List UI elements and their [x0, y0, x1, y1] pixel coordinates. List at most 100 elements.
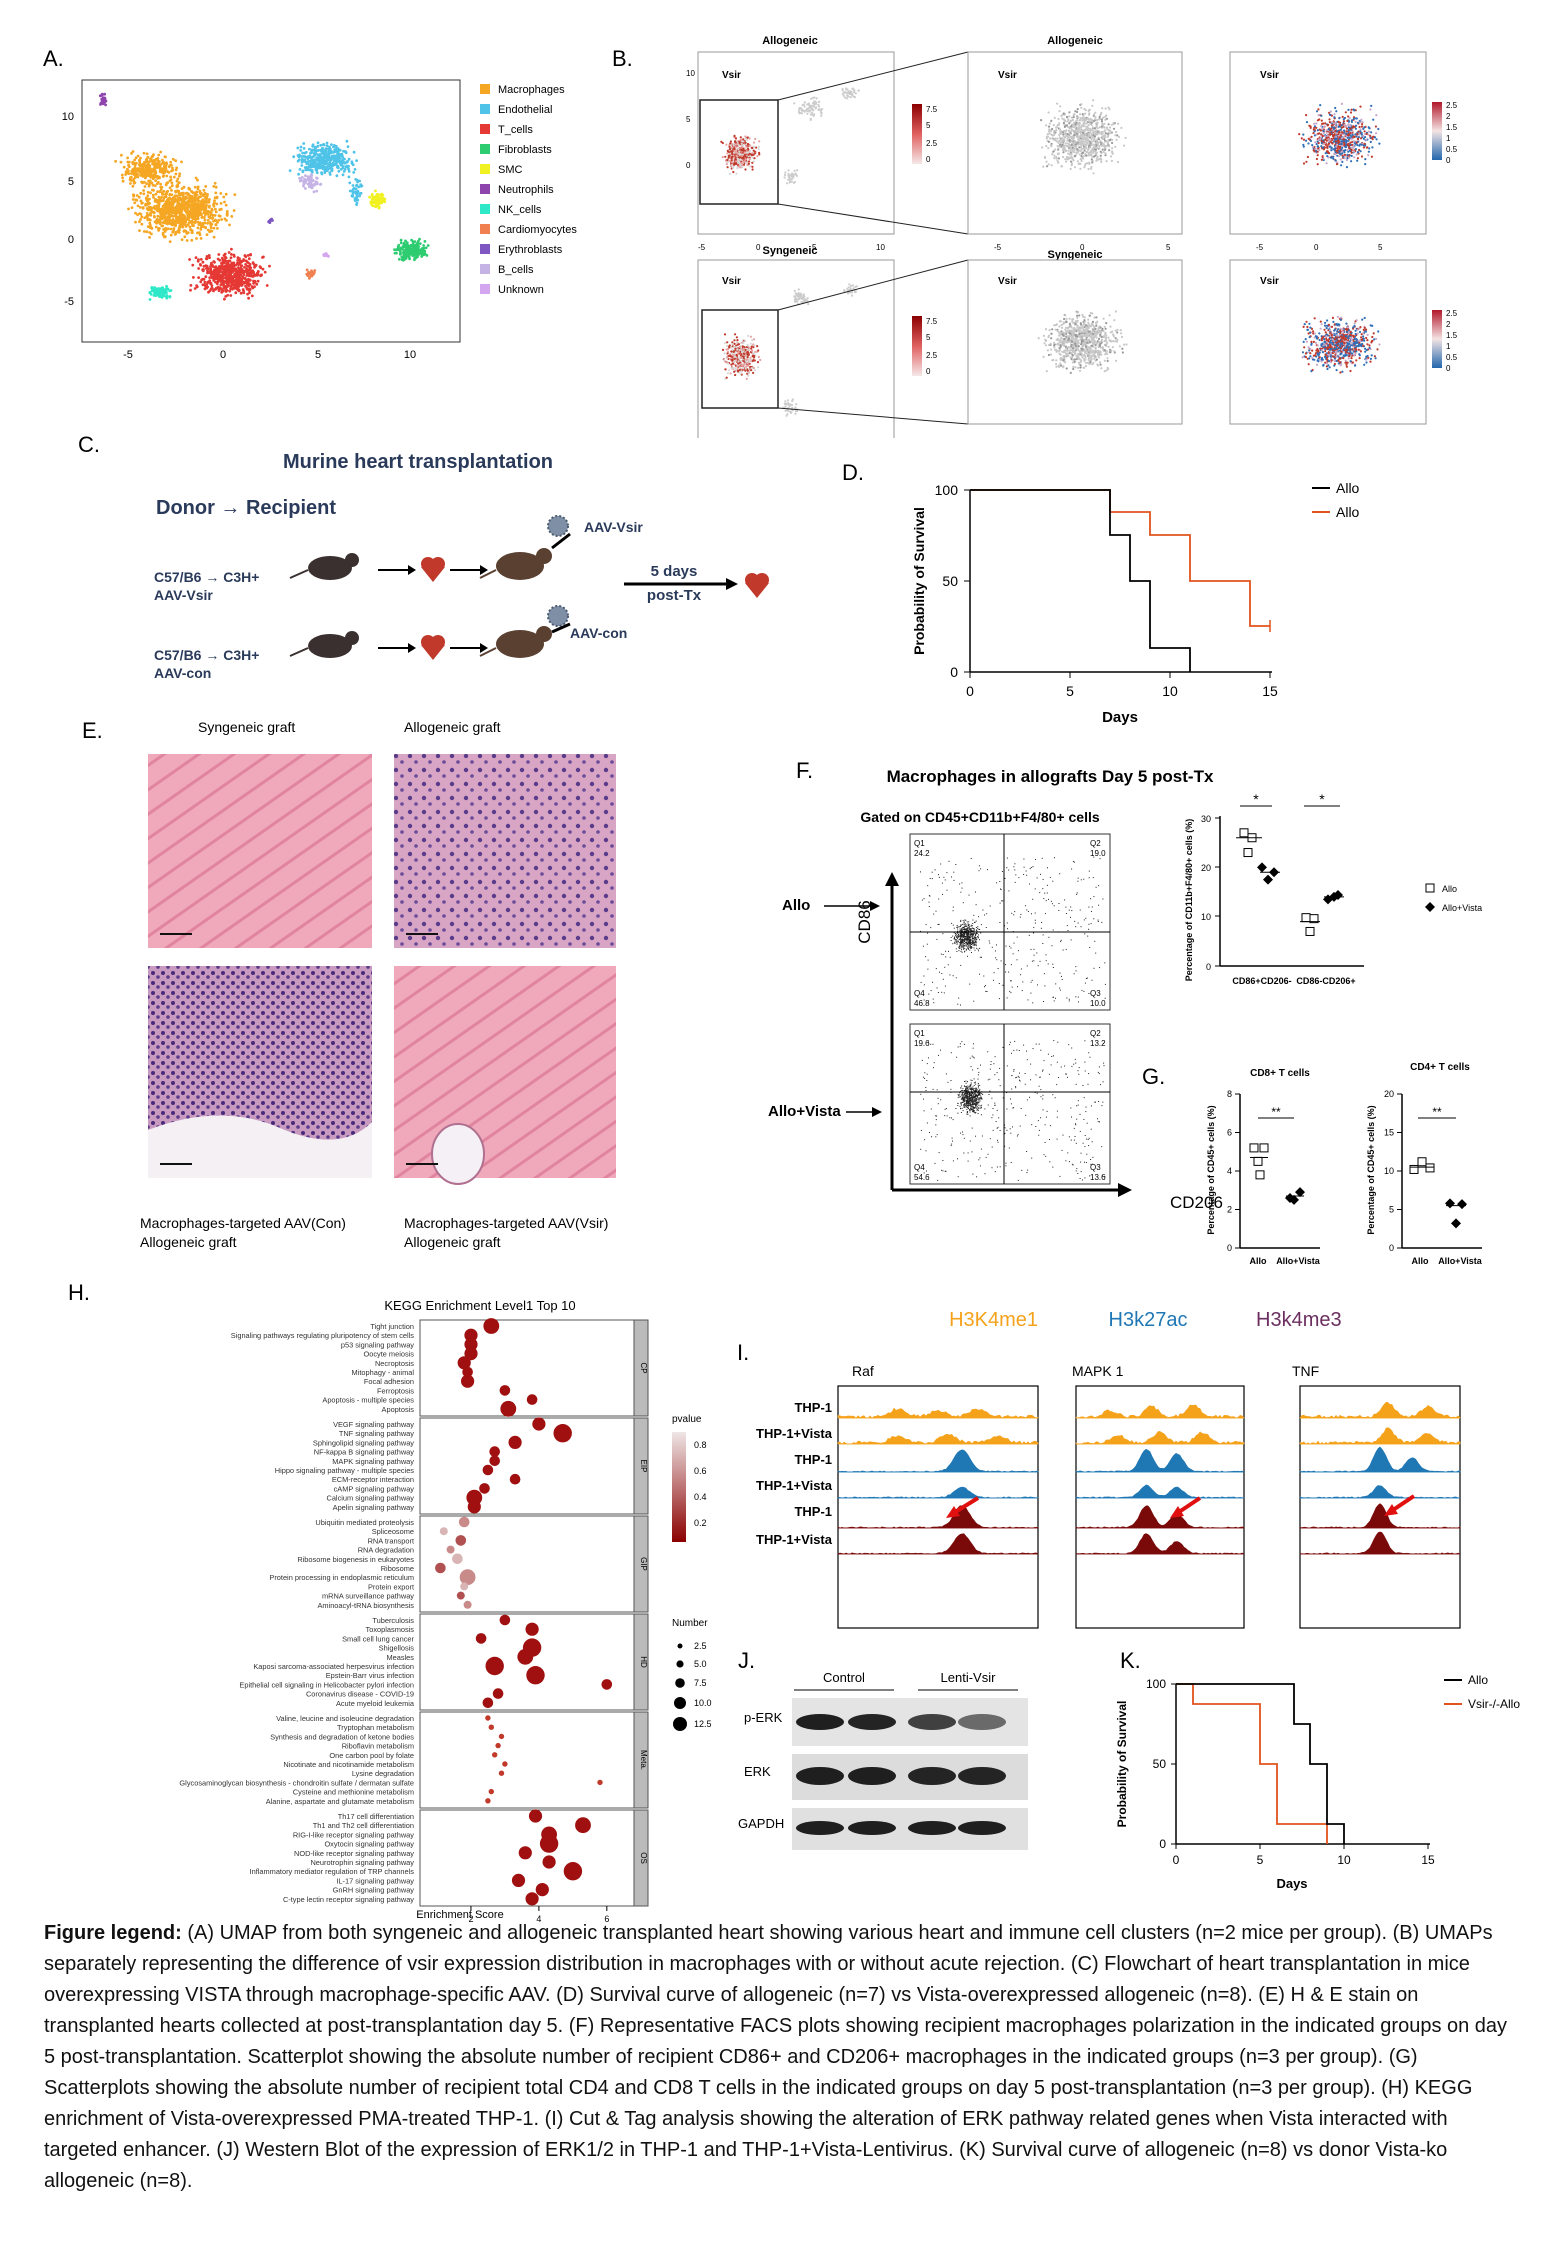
feature-point: [1108, 126, 1112, 129]
umap-point: [173, 233, 177, 236]
umap-point: [157, 165, 160, 168]
feature-point: [1105, 160, 1108, 163]
legend-swatch: [480, 144, 490, 154]
umap-point: [153, 173, 156, 176]
xtick: -5: [1256, 243, 1264, 252]
umap-point: [169, 227, 173, 231]
feature-point: [1100, 118, 1103, 121]
feature-point: [1111, 141, 1114, 145]
feature-point: [734, 140, 737, 143]
umap-point: [207, 215, 211, 219]
umap-point: [422, 244, 425, 247]
feature-point: [1082, 147, 1085, 150]
feature-point: [1077, 129, 1080, 132]
feature-point: [1339, 153, 1342, 156]
feature-point: [724, 155, 727, 158]
feature-point: [819, 109, 822, 112]
b-gene-label: Vsir: [998, 70, 1017, 81]
umap-point: [420, 251, 424, 255]
feature-point: [1340, 124, 1343, 127]
umap-point: [170, 181, 174, 185]
umap-point: [134, 167, 138, 171]
umap-point: [308, 185, 311, 189]
feature-point: [1057, 147, 1060, 150]
umap-point: [147, 165, 151, 169]
umap-point: [201, 260, 205, 264]
panel-label-a: A.: [43, 46, 64, 71]
panel-label-j: J.: [738, 1648, 756, 1673]
feature-point: [1073, 166, 1077, 169]
umap-point: [228, 284, 232, 287]
feature-point: [846, 91, 849, 95]
feature-point: [1361, 121, 1364, 124]
feature-point: [1083, 149, 1086, 152]
umap-point: [336, 160, 339, 163]
umap-point: [311, 144, 315, 148]
panel-label-h: H.: [68, 1280, 90, 1305]
umap-point: [252, 282, 256, 285]
umap-point: [236, 261, 239, 265]
feature-point: [733, 163, 736, 166]
umap-point: [191, 224, 195, 228]
umap-point: [302, 159, 306, 163]
umap-point: [148, 221, 152, 225]
umap-point: [138, 159, 142, 163]
umap-point: [164, 218, 168, 222]
feature-point: [751, 156, 754, 159]
feature-point: [1302, 143, 1305, 146]
ytick: 5: [686, 115, 691, 124]
umap-point: [200, 222, 204, 226]
feature-point: [1313, 122, 1316, 125]
umap-point: [328, 171, 332, 175]
feature-point: [1068, 136, 1071, 139]
umap-point: [223, 258, 226, 262]
umap-point: [319, 148, 323, 152]
umap-point: [139, 206, 142, 209]
umap-point: [219, 202, 223, 205]
feature-point: [1338, 117, 1341, 120]
feature-point: [1068, 138, 1071, 141]
umap-point: [201, 216, 204, 219]
feature-point: [1114, 145, 1117, 148]
feature-point: [1313, 125, 1317, 128]
feature-point: [1106, 142, 1109, 145]
feature-point: [1095, 132, 1098, 135]
umap-point: [204, 185, 208, 188]
feature-point: [1334, 121, 1337, 125]
umap-point: [202, 206, 206, 210]
umap-point: [251, 269, 255, 273]
umap-point: [148, 202, 151, 205]
umap-point: [157, 227, 160, 230]
umap-point: [333, 159, 337, 162]
umap-point: [205, 283, 209, 287]
feature-point: [1058, 145, 1061, 148]
umap-point: [133, 173, 137, 177]
umap-point: [180, 205, 183, 209]
umap-point: [154, 169, 157, 173]
umap-point: [253, 279, 257, 283]
feature-point: [1062, 121, 1065, 125]
feature-point: [815, 97, 818, 100]
feature-point: [1090, 150, 1093, 154]
umap-point: [239, 291, 243, 295]
feature-point: [1104, 136, 1107, 139]
feature-point: [739, 153, 742, 156]
feature-point: [1059, 105, 1062, 108]
umap-point: [197, 267, 201, 270]
umap-point: [163, 202, 167, 206]
umap-point: [199, 258, 203, 261]
feature-point: [1351, 133, 1354, 136]
feature-point: [1070, 160, 1073, 163]
feature-point: [1345, 127, 1349, 130]
feature-point: [1102, 150, 1105, 154]
umap-point: [417, 252, 421, 256]
feature-point: [1077, 135, 1080, 138]
legend-swatch: [480, 224, 490, 234]
umap-point: [210, 284, 214, 287]
umap-point: [212, 279, 216, 282]
feature-point: [1064, 132, 1067, 135]
scale-tick: 0: [926, 155, 931, 164]
feature-point: [1315, 143, 1318, 146]
umap-point: [170, 184, 174, 188]
feature-point: [748, 137, 751, 140]
